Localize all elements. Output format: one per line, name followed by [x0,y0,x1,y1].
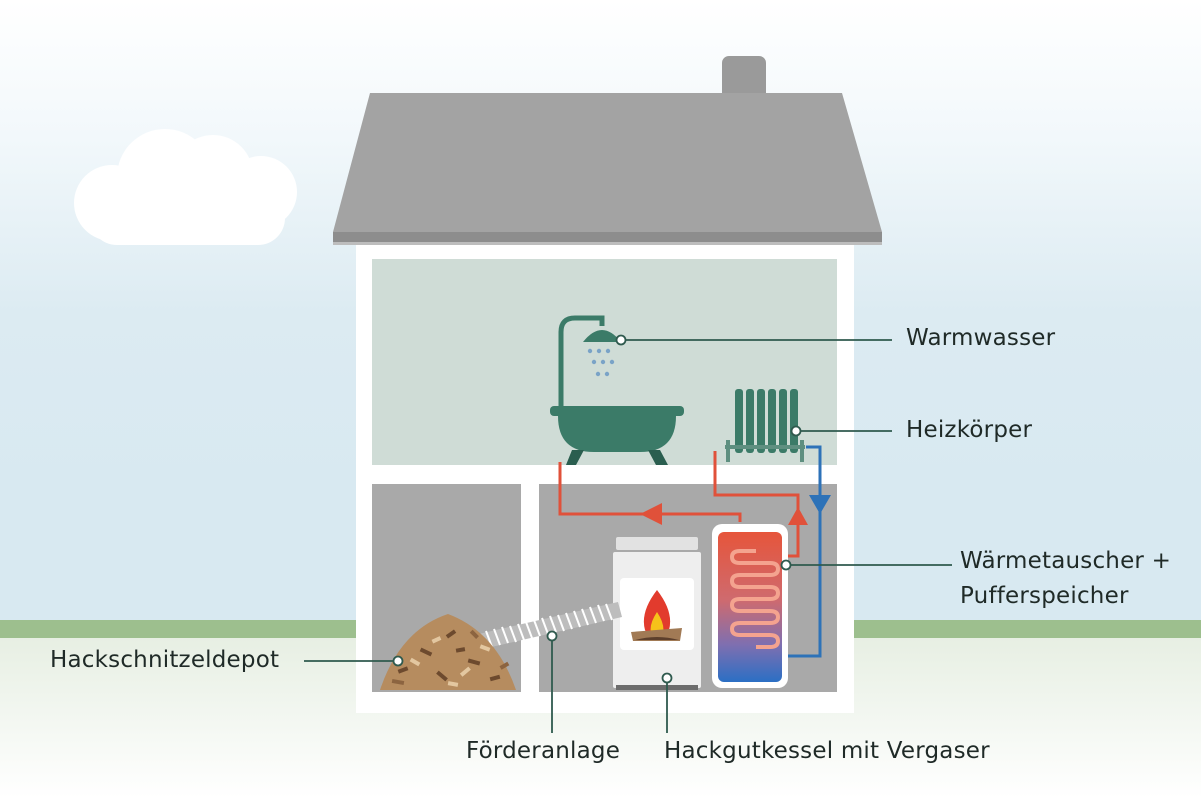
label-foerderanlage: Förderanlage [466,738,621,764]
roof [333,93,882,245]
flow-arrow-down [809,495,831,514]
leader-dots [392,334,802,684]
buffer-tank-icon [712,524,788,688]
leader-lines [304,339,952,733]
chimney [722,56,766,100]
shower-icon [558,315,621,410]
label-hackgutkessel: Hackgutkessel mit Vergaser [664,738,990,764]
return-pipe [786,445,822,658]
woodchip-pile-icon [380,614,516,690]
label-warmwasser: Warmwasser [906,325,1056,351]
boiler-icon [613,537,701,690]
bathtub-icon [550,406,684,465]
radiator-icon [725,389,805,462]
label-waermetauscher: Wärmetauscher + [960,548,1172,574]
label-hackschnitzeldepot: Hackschnitzeldepot [50,647,280,673]
flow-arrow-up [788,507,808,525]
label-pufferspeicher: Pufferspeicher [960,583,1129,609]
flow-arrow-left [640,503,662,525]
label-heizkoerper: Heizkörper [906,417,1033,443]
cloud [74,129,297,245]
